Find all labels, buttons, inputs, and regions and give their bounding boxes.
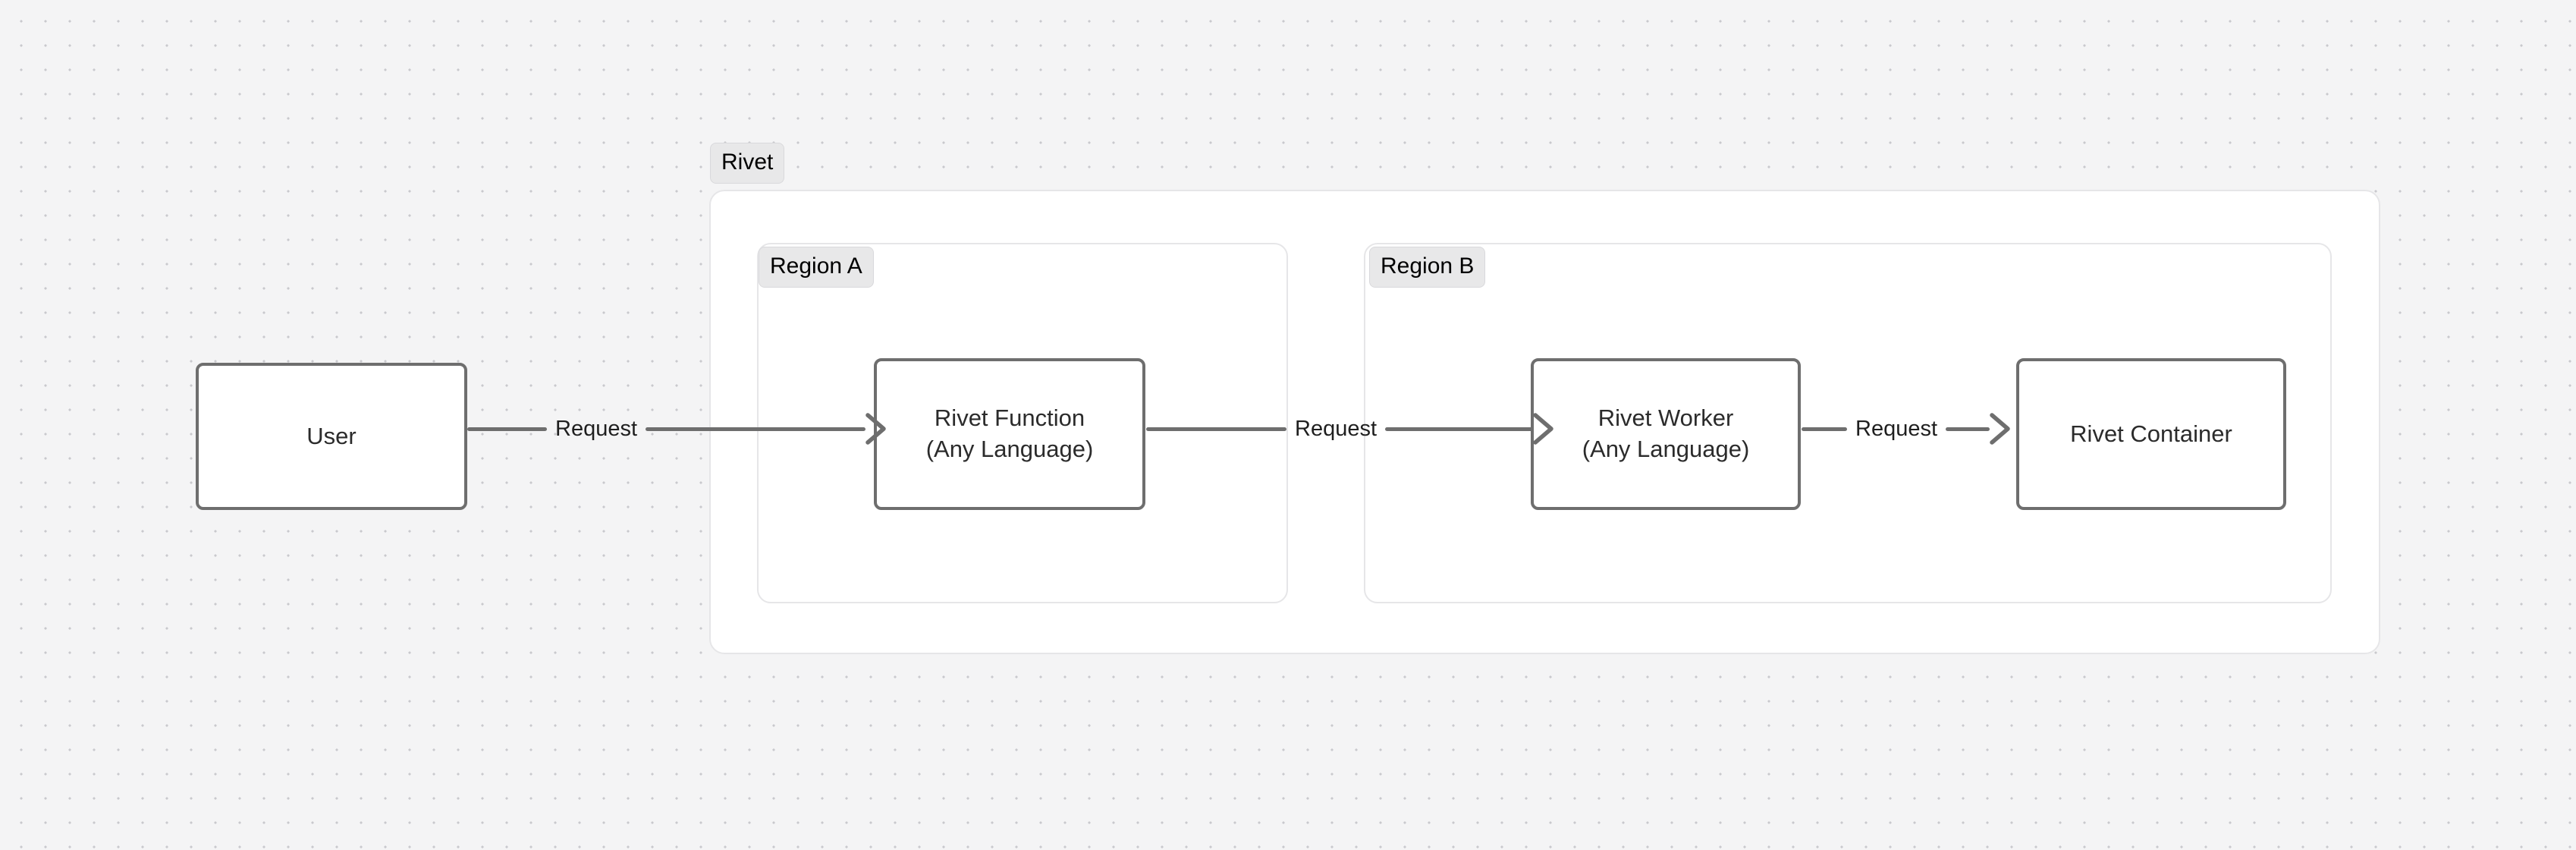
- group-label-region-a: Region A: [759, 247, 874, 288]
- node-rivet-container-label: Rivet Container: [2070, 420, 2232, 447]
- node-rivet-function-label-line2: (Any Language): [925, 436, 1094, 462]
- node-rivet-worker[interactable]: Rivet Worker (Any Language): [1531, 358, 1801, 510]
- node-rivet-function[interactable]: Rivet Function (Any Language): [874, 358, 1145, 510]
- node-rivet-worker-label-line2: (Any Language): [1582, 436, 1750, 462]
- node-user-label: User: [306, 422, 357, 449]
- node-rivet-worker-label-line1: Rivet Worker: [1597, 405, 1734, 432]
- node-user[interactable]: User: [196, 363, 467, 510]
- group-label-region-b: Region B: [1369, 247, 1486, 288]
- node-rivet-container[interactable]: Rivet Container: [2016, 358, 2286, 510]
- edge-line-segment: [467, 427, 547, 431]
- node-rivet-function-label-line1: Rivet Function: [934, 405, 1085, 432]
- edge-label-request: Request: [555, 416, 638, 441]
- group-label-rivet: Rivet: [710, 143, 785, 184]
